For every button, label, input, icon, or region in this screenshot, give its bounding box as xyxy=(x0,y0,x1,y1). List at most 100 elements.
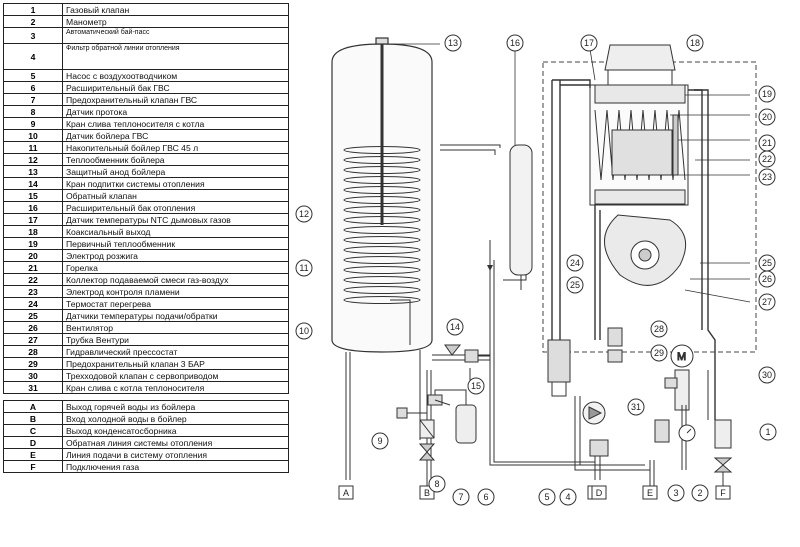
legend-label: Защитный анод бойлера xyxy=(62,165,289,178)
legend-label: Подключения газа xyxy=(62,460,289,473)
connection-e: E xyxy=(642,485,658,500)
callout-number: 17 xyxy=(584,38,594,48)
callout-number: 25 xyxy=(762,258,772,268)
connection-f: F xyxy=(715,485,731,500)
legend-key: 5 xyxy=(3,69,63,82)
callout-15: 15 xyxy=(467,377,485,395)
callout-21: 21 xyxy=(758,134,776,152)
callout-8: 8 xyxy=(428,475,446,493)
callout-25: 25 xyxy=(758,254,776,272)
heating-expansion-tank xyxy=(509,43,533,290)
callout-number: 6 xyxy=(483,492,488,502)
legend-gap xyxy=(3,393,289,401)
legend-key: 9 xyxy=(3,117,63,130)
heat-exchanger xyxy=(589,84,750,206)
legend-label: Датчик протока xyxy=(62,105,289,118)
connection-label: D xyxy=(596,488,603,498)
legend-label: Фильтр обратной линии отопления xyxy=(62,43,289,70)
callout-number: 18 xyxy=(690,38,700,48)
legend-label: Накопительный бойлер ГВС 45 л xyxy=(62,141,289,154)
dhw-components xyxy=(396,389,477,461)
callout-1: 1 xyxy=(759,423,777,441)
legend-key: 22 xyxy=(3,273,63,286)
legend-label: Датчики температуры подачи/обратки xyxy=(62,309,289,322)
callout-29: 29 xyxy=(650,344,668,362)
legend-key: 1 xyxy=(3,3,63,16)
callout-9: 9 xyxy=(371,432,389,450)
legend-label: Насос с воздухоотводчиком xyxy=(62,69,289,82)
callout-number: 29 xyxy=(654,348,664,358)
callout-number: 26 xyxy=(762,274,772,284)
legend-label: Газовый клапан xyxy=(62,3,289,16)
callout-3: 3 xyxy=(667,484,685,502)
legend-key: 25 xyxy=(3,309,63,322)
callout-number: 15 xyxy=(471,381,481,391)
storage-tank xyxy=(331,37,440,353)
callout-24: 24 xyxy=(566,254,584,272)
legend-label: Кран слива с котла теплоносителя xyxy=(62,381,289,394)
callout-2: 2 xyxy=(691,484,709,502)
callout-12: 12 xyxy=(295,205,313,223)
callout-number: 12 xyxy=(299,209,309,219)
legend-key: B xyxy=(3,412,63,425)
callout-number: 1 xyxy=(765,427,770,437)
connections: ABCDEF xyxy=(338,485,731,500)
legend-key: 21 xyxy=(3,261,63,274)
callout-number: 24 xyxy=(570,258,580,268)
central-lines xyxy=(444,240,493,363)
callout-10: 10 xyxy=(295,322,313,340)
legend-label: Вентилятор xyxy=(62,321,289,334)
legend-label: Расширительный бак ГВС xyxy=(62,81,289,94)
legend-key: 7 xyxy=(3,93,63,106)
legend-label: Трехходовой клапан с сервоприводом xyxy=(62,369,289,382)
callout-number: 2 xyxy=(697,488,702,498)
legend-label: Электрод контроля пламени xyxy=(62,285,289,298)
legend-key: 24 xyxy=(3,297,63,310)
callout-number: 13 xyxy=(448,38,458,48)
callout-19: 19 xyxy=(758,85,776,103)
legend-key: A xyxy=(3,400,63,413)
callout-14: 14 xyxy=(446,318,464,336)
legend-key: F xyxy=(3,460,63,473)
callout-number: 30 xyxy=(762,370,772,380)
legend-key: 13 xyxy=(3,165,63,178)
legend-label: Предохранительный клапан ГВС xyxy=(62,93,289,106)
legend-label: Гидравлический прессостат xyxy=(62,345,289,358)
svg-text:M: M xyxy=(677,351,686,363)
callout-7: 7 xyxy=(452,488,470,506)
legend-label: Горелка xyxy=(62,261,289,274)
fan xyxy=(604,214,751,303)
callout-number: 19 xyxy=(762,89,772,99)
callout-number: 9 xyxy=(377,436,382,446)
connection-label: B xyxy=(424,488,430,498)
legend-label: Выход горячей воды из бойлера xyxy=(62,400,289,413)
connection-a: A xyxy=(338,485,354,500)
legend-label: Кран подпитки системы отопления xyxy=(62,177,289,190)
boiler-coil xyxy=(343,146,421,304)
callout-number: 20 xyxy=(762,112,772,122)
callout-number: 25 xyxy=(570,280,580,290)
